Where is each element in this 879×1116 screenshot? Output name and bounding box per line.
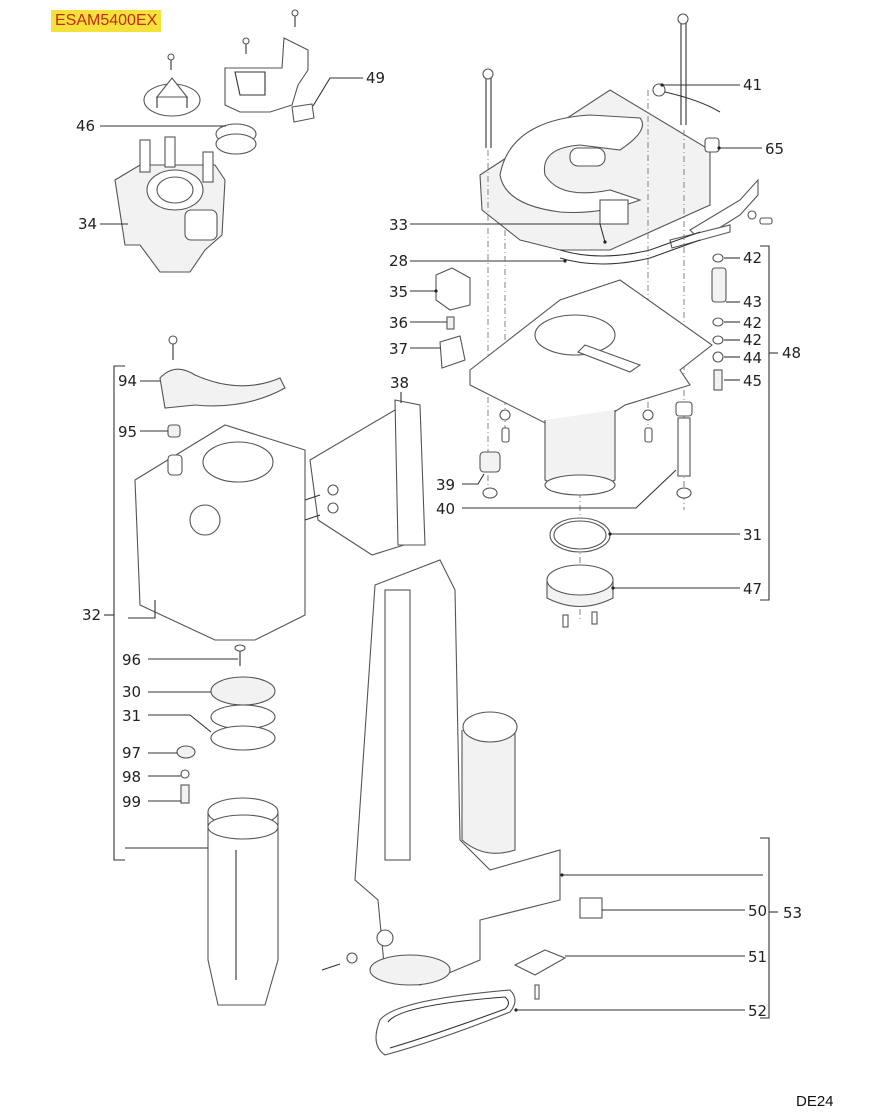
clip-37 bbox=[410, 335, 466, 369]
thermoblock-housing bbox=[479, 89, 711, 251]
callout-39: 39 bbox=[436, 476, 455, 494]
filter-cup-47 bbox=[546, 564, 740, 628]
callout-32: 32 bbox=[82, 606, 101, 624]
callout-96: 96 bbox=[122, 651, 141, 669]
part-97 bbox=[148, 745, 196, 759]
model-badge: ESAM5400EX bbox=[51, 10, 162, 32]
callout-50: 50 bbox=[748, 902, 767, 920]
o-rings-31 bbox=[148, 704, 276, 751]
callout-52: 52 bbox=[748, 1002, 767, 1020]
boiler-34 bbox=[100, 136, 226, 273]
washers-screws-plate bbox=[499, 409, 654, 443]
callout-42-c: 42 bbox=[743, 331, 762, 349]
spring-95 bbox=[140, 424, 181, 438]
plate-51 bbox=[513, 949, 745, 1000]
filter-disc-30 bbox=[148, 676, 276, 706]
motor-frame-pointer bbox=[560, 837, 778, 1019]
piston-cylinder bbox=[125, 797, 279, 1006]
callout-44: 44 bbox=[743, 349, 762, 367]
callout-35: 35 bbox=[389, 283, 408, 301]
gear-screw-left bbox=[321, 929, 451, 986]
long-screw-left bbox=[482, 68, 494, 148]
callout-33: 33 bbox=[389, 216, 408, 234]
page-code: DE24 bbox=[796, 1093, 834, 1110]
microswitch-50 bbox=[579, 897, 745, 919]
shaft-40 bbox=[462, 401, 693, 509]
callout-65: 65 bbox=[765, 140, 784, 158]
side-bracket bbox=[669, 178, 773, 249]
part-98 bbox=[148, 769, 190, 779]
thermostat-65 bbox=[704, 137, 762, 153]
callout-30: 30 bbox=[122, 683, 141, 701]
clip-49 bbox=[291, 77, 363, 123]
screw-top-left bbox=[242, 37, 250, 54]
o-ring-31-top bbox=[549, 517, 740, 553]
spring-99 bbox=[148, 784, 190, 804]
callout-51: 51 bbox=[748, 948, 767, 966]
side-frame-38 bbox=[394, 392, 426, 546]
callout-97: 97 bbox=[122, 744, 141, 762]
gear-39 bbox=[462, 451, 501, 499]
callout-43: 43 bbox=[743, 293, 762, 311]
callout-94: 94 bbox=[118, 372, 137, 390]
callout-98: 98 bbox=[122, 768, 141, 786]
callout-37: 37 bbox=[389, 340, 408, 358]
callout-31-top: 31 bbox=[743, 526, 762, 544]
callout-40: 40 bbox=[436, 500, 455, 518]
callout-28: 28 bbox=[389, 252, 408, 270]
screw-cone bbox=[167, 53, 175, 70]
screw-94 bbox=[168, 335, 178, 360]
brew-unit-body bbox=[128, 409, 421, 641]
hood-bracket bbox=[224, 37, 309, 113]
bracket-32 bbox=[104, 365, 125, 861]
lever-94 bbox=[140, 368, 286, 409]
callout-36: 36 bbox=[389, 314, 408, 332]
callout-95: 95 bbox=[118, 423, 137, 441]
callout-49: 49 bbox=[366, 69, 385, 87]
spring-36 bbox=[410, 316, 455, 330]
callout-31-left: 31 bbox=[122, 707, 141, 725]
thermal-fuse-41 bbox=[652, 83, 740, 113]
callout-99: 99 bbox=[122, 793, 141, 811]
valve-stack-48 bbox=[711, 245, 778, 601]
callout-42-b: 42 bbox=[743, 314, 762, 332]
callout-47: 47 bbox=[743, 580, 762, 598]
oval-gasket-46 bbox=[100, 123, 257, 155]
motor-cylinder bbox=[544, 410, 616, 496]
distributor-cone bbox=[143, 77, 201, 117]
callout-42-a: 42 bbox=[743, 249, 762, 267]
mounting-plate bbox=[469, 279, 713, 439]
callout-46: 46 bbox=[76, 117, 95, 135]
callout-45: 45 bbox=[743, 372, 762, 390]
callout-41: 41 bbox=[743, 76, 762, 94]
motor bbox=[461, 711, 518, 854]
screw-96 bbox=[148, 644, 246, 666]
callout-38: 38 bbox=[390, 374, 409, 392]
timing-belt-52 bbox=[375, 989, 745, 1056]
callout-34: 34 bbox=[78, 215, 97, 233]
clip-35 bbox=[410, 267, 471, 311]
screws-washers-mid bbox=[304, 484, 339, 521]
long-screw-right bbox=[677, 13, 689, 125]
screw-top-center bbox=[291, 9, 299, 27]
callout-53: 53 bbox=[783, 904, 802, 922]
main-frame bbox=[354, 559, 561, 986]
callout-48: 48 bbox=[782, 344, 801, 362]
